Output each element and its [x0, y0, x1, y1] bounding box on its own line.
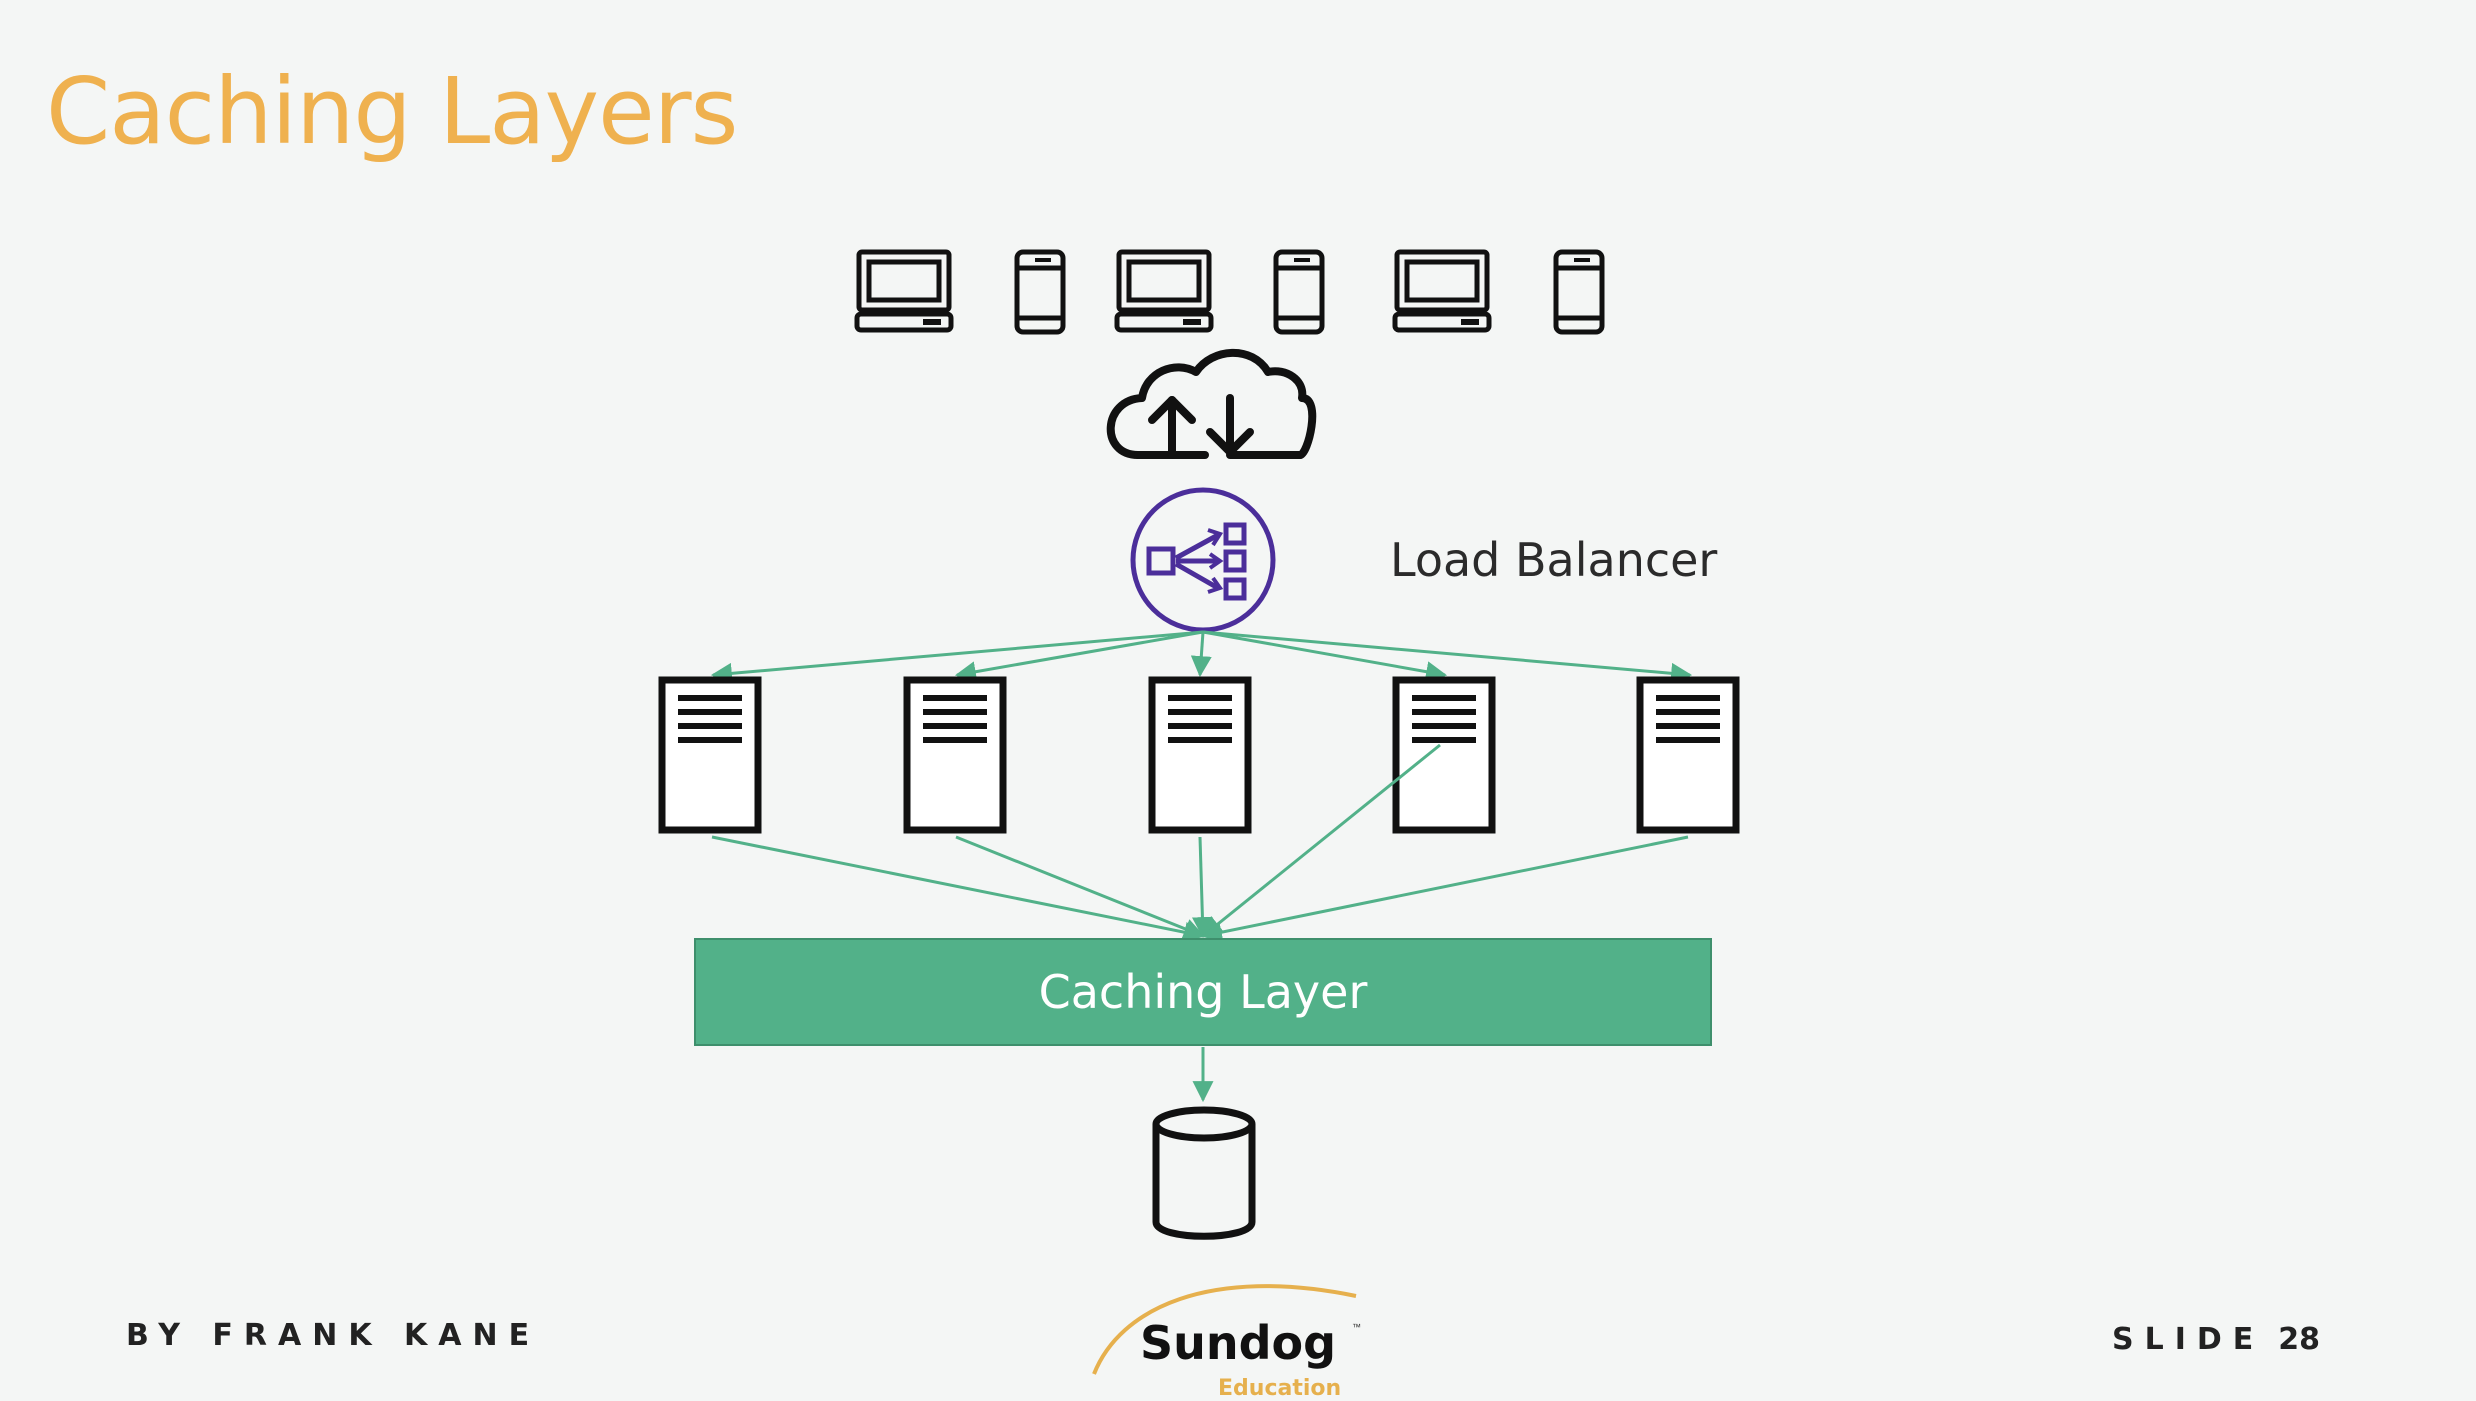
servers-row	[658, 676, 1740, 834]
logo-name: Sundog	[1140, 1316, 1337, 1370]
server-icon	[903, 676, 1007, 834]
logo-arc-icon	[1092, 1284, 1357, 1375]
database-icon	[1152, 1106, 1256, 1240]
server-icon	[658, 676, 762, 834]
laptop-icon	[1114, 249, 1214, 333]
phone-icon	[1273, 249, 1325, 335]
author-footer: BY FRANK KANE	[126, 1318, 541, 1353]
logo-subtitle: Education	[1218, 1376, 1342, 1401]
slide-number-footer: SLIDE 28	[2112, 1322, 2320, 1357]
laptop-icon	[854, 249, 954, 333]
load-balancer-icon	[1130, 487, 1276, 633]
lb-to-server-arrows	[710, 630, 1693, 684]
phone-icon	[1014, 249, 1066, 335]
clients-row	[854, 249, 1605, 335]
load-balancer-label: Load Balancer	[1390, 533, 1718, 587]
laptop-icon	[1392, 249, 1492, 333]
caching-layer-label: Caching Layer	[1038, 965, 1368, 1019]
server-to-cache-arrows	[711, 743, 1689, 943]
server-icon	[1148, 676, 1252, 834]
caching-layer-box: Caching Layer	[694, 938, 1712, 1046]
slide-number: 28	[2278, 1322, 2320, 1357]
server-icon	[1392, 676, 1496, 834]
slide-title: Caching Layers	[46, 58, 738, 165]
server-icon	[1636, 676, 1740, 834]
cloud-upload-download-icon	[1106, 348, 1317, 459]
phone-icon	[1553, 249, 1605, 335]
logo-trademark: ™	[1352, 1322, 1361, 1332]
slide-label: SLIDE	[2111, 1322, 2265, 1357]
sundog-logo: Sundog ™ Education	[1090, 1268, 1370, 1401]
